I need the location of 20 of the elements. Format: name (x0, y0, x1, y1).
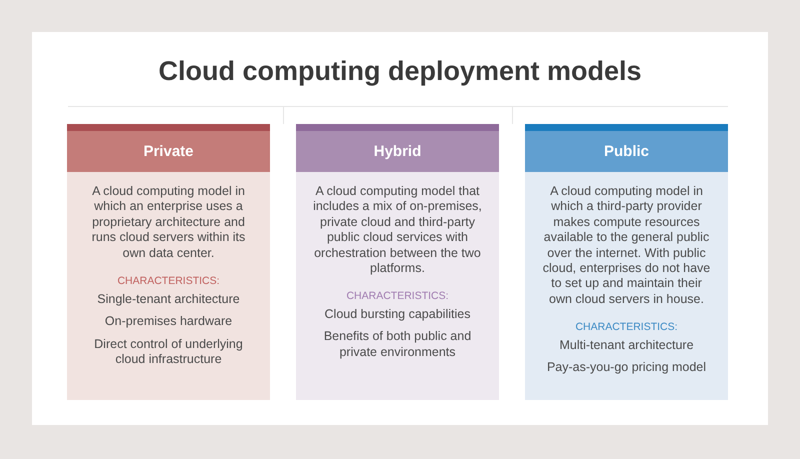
model-card (296, 124, 499, 400)
description-text: A cloud computing model in which a third-party provider makes compute resources available to the general public over the internet. With public cloud, enterprises do not have to set up and maintain their own cloud servers in house. (542, 184, 712, 308)
list-item: Direct control of underlying cloud infrastructure (93, 336, 244, 368)
card-header: Private (67, 124, 270, 172)
model-card (525, 124, 728, 400)
list-item: Cloud bursting capabilities (324, 307, 470, 322)
title: Cloud computing deployment models (158, 56, 642, 87)
list-item: Multi-tenant architecture (559, 338, 694, 354)
list-item: Pay-as-you-go pricing model (546, 360, 706, 376)
list-item: Benefits of both public and private environments (322, 329, 472, 360)
model-card (67, 124, 270, 400)
description-text: A cloud computing model in which an enterprise uses a proprietary architecture and runs cloud servers within its own data center. (90, 184, 246, 262)
section-label: CHARACTERISTICS: (346, 290, 449, 303)
list-item: On-premises hardware (104, 314, 232, 330)
section-label: CHARACTERISTICS: (575, 321, 678, 334)
list-item: Single-tenant architecture (97, 292, 240, 308)
card-header: Public (525, 124, 728, 172)
description-text: A cloud computing model that includes a mix of on-premises, private cloud and third-party public cloud services with orchestration between the two platforms. (312, 184, 482, 276)
card-header: Hybrid (296, 124, 499, 172)
section-label: CHARACTERISTICS: (117, 275, 220, 288)
